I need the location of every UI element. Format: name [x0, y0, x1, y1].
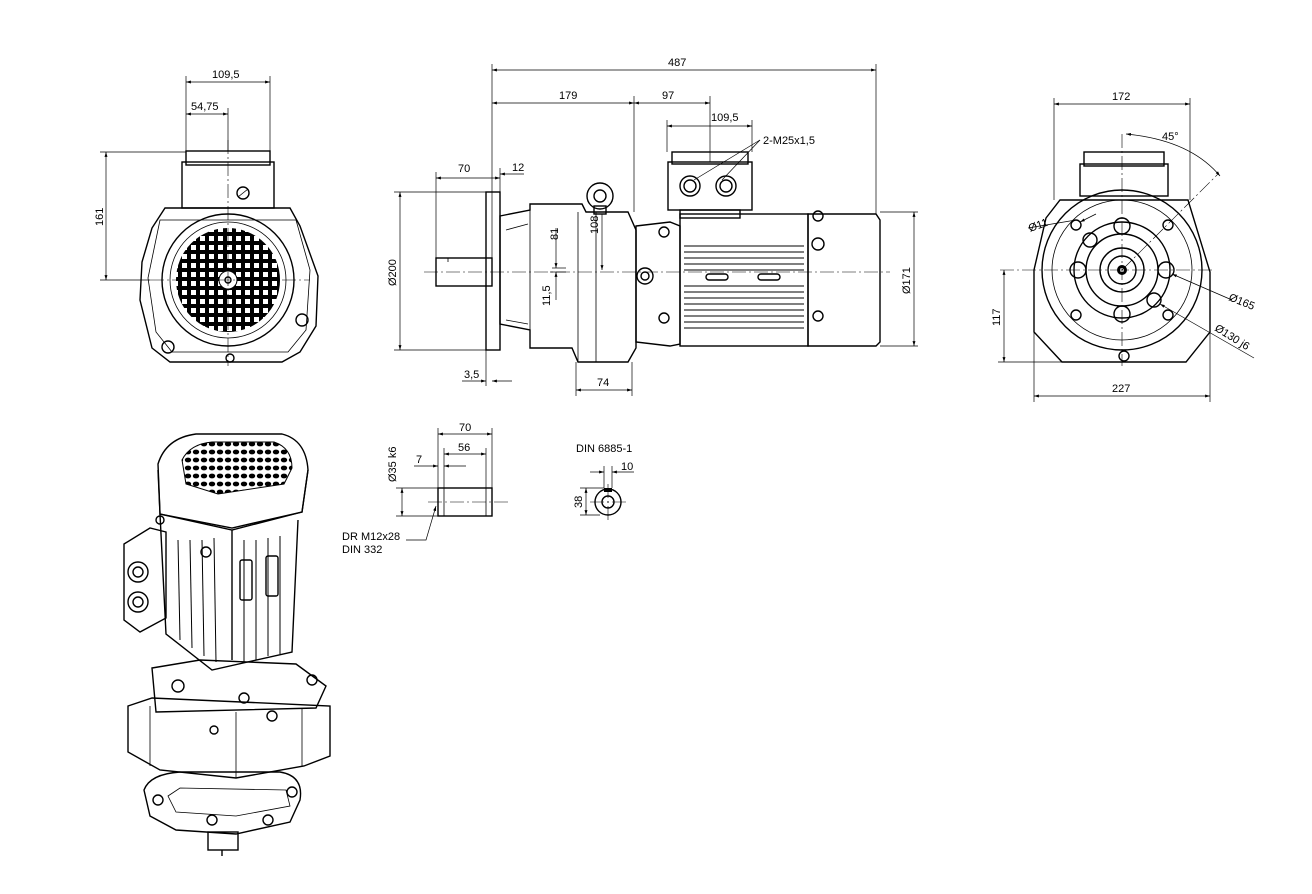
- dim-74: 74: [597, 377, 609, 389]
- dim-flange-diameter: Ø200: [387, 259, 399, 286]
- dim-spigot-depth: 3,5: [464, 369, 479, 381]
- flange-view: 172 45° Ø11 Ø165 Ø130 j6 117 227: [991, 91, 1256, 402]
- isometric-view: [123, 433, 331, 856]
- dim-shaft-diameter: Ø35 k6: [387, 447, 399, 482]
- dim-box-width: 109,5: [711, 112, 739, 124]
- dim-front-half-width: 54,75: [191, 101, 219, 113]
- dim-bolt-hole: Ø11: [1027, 217, 1050, 235]
- dim-pcd: Ø165: [1227, 292, 1256, 313]
- note-center-standard: DIN 332: [342, 544, 382, 556]
- dim-key-offset: 7: [416, 454, 422, 466]
- dim-overall-width: 227: [1112, 383, 1130, 395]
- side-view: 487 179 97 109,5 2-M25x1,5 70 12 Ø200 81…: [387, 57, 918, 396]
- dim-shaft-length: 70: [458, 163, 470, 175]
- dim-flange-thickness: 12: [512, 162, 524, 174]
- dim-11-5: 11,5: [541, 285, 553, 306]
- dim-front-height: 161: [94, 208, 106, 226]
- note-center-thread: DR M12x28: [342, 531, 400, 543]
- dim-key-height: 38: [573, 496, 585, 508]
- key-standard: DIN 6885-1: [576, 443, 632, 455]
- dim-motor-diameter: Ø171: [901, 267, 913, 294]
- label-cable-thread: 2-M25x1,5: [763, 135, 815, 147]
- dim-gearbox-length: 179: [559, 90, 577, 102]
- dim-front-width: 109,5: [212, 69, 240, 81]
- dim-adapter-to-box: 97: [662, 90, 674, 102]
- shaft-detail: 70 56 7 Ø35 k6 DR M12x28 DIN 332: [342, 422, 508, 556]
- dim-key-width: 10: [621, 461, 633, 473]
- key-detail: DIN 6885-1 10 38: [573, 443, 634, 520]
- front-view: 109,5 54,75 161: [94, 69, 319, 366]
- dim-key-length: 56: [458, 442, 470, 454]
- dim-81: 81: [549, 228, 561, 240]
- dim-108: 108: [589, 216, 601, 234]
- dim-angle: 45°: [1162, 131, 1179, 143]
- dim-axis-height: 117: [991, 308, 1003, 326]
- dim-shaft-total: 70: [459, 422, 471, 434]
- dim-total-length: 487: [668, 57, 686, 69]
- dim-flange-view-width: 172: [1112, 91, 1130, 103]
